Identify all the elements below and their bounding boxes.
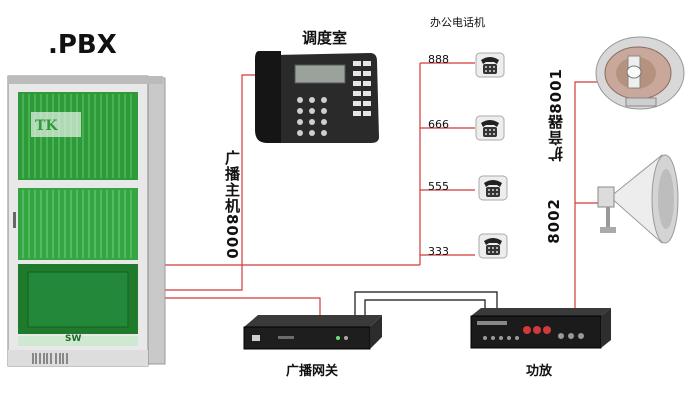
dispatch-room-label: 调度室 [302,29,348,47]
office-phones-title: 办公电话机 [430,16,485,29]
extension-555: 555 [428,180,449,193]
speaker-8001-label: 扩音器8001 [547,68,565,162]
loudspeaker-icon [595,36,685,110]
office-phone-icon [478,175,508,201]
svg-text:TK: TK [35,118,58,134]
power-amplifier-device [470,308,611,349]
office-phone-icon [478,233,508,259]
pbx-title: .PBX [48,30,117,60]
gateway-label: 广播网关 [286,364,339,379]
office-phone-icon [475,52,505,78]
broadcast-gateway-device [243,315,382,350]
horn-speaker-icon [597,154,679,244]
pbx-cabinet: TK [7,75,166,367]
broadcast-host-label: 广播主机8000 [223,150,241,260]
extension-666: 666 [428,118,449,131]
dispatch-desk-phone [255,51,379,143]
extension-888: 888 [428,53,449,66]
speaker-8002-label: 8002 [545,198,563,244]
office-phone-icon [475,115,505,141]
power-amp-label: 功放 [526,364,553,379]
extension-333: 333 [428,245,449,258]
pbx-brand: SW [65,334,82,344]
